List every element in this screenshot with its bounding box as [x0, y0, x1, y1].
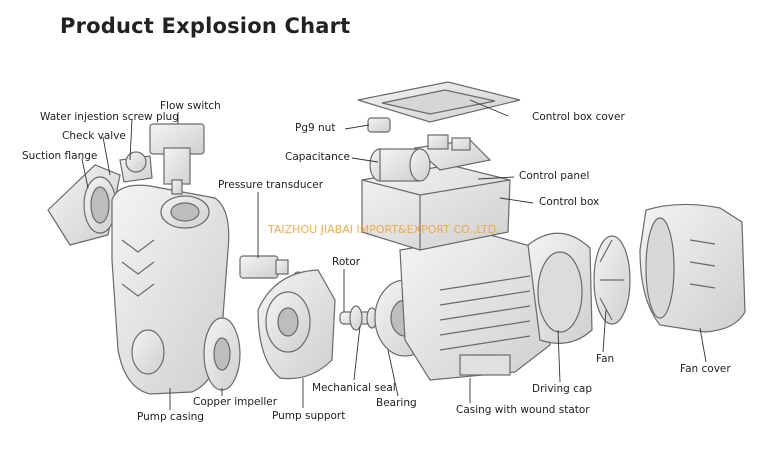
label-suction-flange: Suction flange	[22, 150, 98, 162]
check-valve-part	[119, 151, 153, 183]
driving-cap-part	[527, 232, 593, 344]
fan-part	[593, 235, 631, 325]
label-control-panel: Control panel	[519, 170, 590, 182]
label-fan: Fan	[596, 353, 615, 365]
pump-casing-part	[111, 184, 230, 395]
label-copper-impeller: Copper impeller	[193, 396, 278, 408]
label-pump-support: Pump support	[272, 410, 346, 422]
copper-impeller-part	[203, 317, 241, 391]
label-mechanical-seal: Mechanical seal	[312, 382, 396, 394]
control-box-part	[361, 164, 511, 251]
control-panel-part	[413, 134, 492, 171]
label-fan-cover: Fan cover	[680, 363, 731, 375]
label-control-box-cover: Control box cover	[532, 111, 625, 123]
label-flow-switch: Flow switch	[160, 100, 221, 112]
label-check-valve: Check valve	[62, 130, 126, 142]
fan-cover-part	[639, 203, 746, 333]
label-control-box: Control box	[539, 196, 600, 208]
motor-casing-part	[399, 234, 551, 381]
label-water-injection-screw-plug: Water injestion screw plug	[40, 111, 179, 123]
capacitor-part	[369, 148, 431, 182]
label-casing-with-wound-stator: Casing with wound stator	[456, 404, 590, 416]
control-box-cover-part	[357, 81, 521, 123]
leader-lines	[81, 99, 707, 410]
label-pump-casing: Pump casing	[137, 411, 204, 423]
label-pressure-transducer: Pressure transducer	[218, 179, 324, 191]
chart-title: Product Explosion Chart	[60, 14, 351, 38]
suction-flange-part	[47, 164, 121, 246]
watermark: TAIZHOU JIABAI IMPORT&EXPORT CO.,LTD.	[268, 223, 500, 236]
label-capacitance: Capacitance	[285, 151, 350, 163]
pump-support-part	[257, 269, 336, 380]
pg9-nut-part	[367, 117, 391, 133]
flow-switch-part	[149, 123, 205, 195]
label-rotor: Rotor	[332, 256, 361, 268]
label-pg9-nut: Pg9 nut	[295, 122, 336, 134]
label-bearing: Bearing	[376, 397, 417, 409]
label-driving-cap: Driving cap	[532, 383, 592, 395]
